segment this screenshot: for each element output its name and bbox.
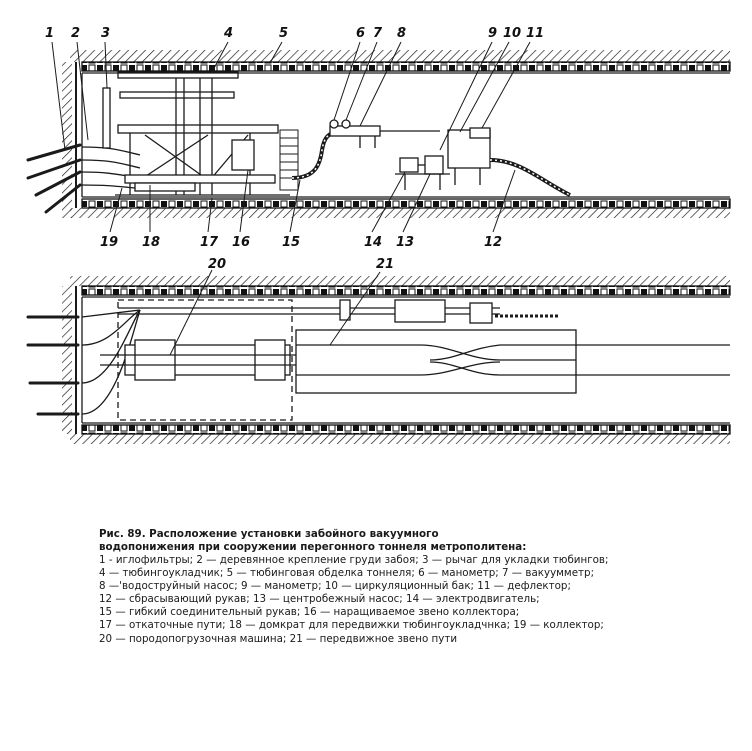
label-19: 19 [100,235,118,250]
label-3: 3 [101,26,110,41]
label-17: 17 [200,235,219,250]
label-1: 1 [45,26,54,41]
caption-title-line-1: Рис. 89. Расположение установки забойног… [99,528,439,540]
label-7: 7 [373,26,383,41]
legend-line: 1 - иглофильтры; 2 — деревянное креплени… [99,554,609,566]
legend-line: 20 — породопогрузочная машина; 21 — пере… [99,632,458,645]
legend-line: 12 — сбрасывающий рукав; 13 — центробежн… [99,593,540,606]
legend-line: 17 — откаточные пути; 18 — домкрат для п… [99,619,604,632]
label-group: 1 2 3 4 5 6 7 8 9 10 11 19 18 17 16 15 1… [45,26,544,272]
leader-lines-plan [169,269,381,356]
label-12: 12 [484,235,502,250]
tunnel-diagram: 1 2 3 4 5 6 7 8 9 10 11 19 18 17 16 15 1… [26,26,731,444]
label-2: 2 [71,26,80,41]
legend-line: 8 —'водоструйный насос; 9 — манометр; 10… [99,580,571,593]
label-21: 21 [376,257,394,272]
caption-title-line-2: водопонижения при сооружении перегонного… [99,541,527,553]
label-5: 5 [279,26,288,41]
label-8: 8 [397,26,406,41]
section-view [26,50,731,218]
label-15: 15 [282,235,300,250]
label-11: 11 [526,26,544,41]
legend-line: 15 — гибкий соединительный рукав; 16 — н… [99,606,520,619]
label-6: 6 [356,26,365,41]
label-13: 13 [396,235,414,250]
plan-view [26,276,731,444]
label-4: 4 [223,26,233,41]
label-10: 10 [503,26,521,41]
label-14: 14 [364,235,382,250]
figure-caption: Рис. 89. Расположение установки забойног… [99,528,739,646]
label-9: 9 [488,26,497,41]
label-18: 18 [142,235,160,250]
leader-lines-section [51,41,531,233]
legend-line: 4 — тюбингоукладчик; 5 — тюбинговая обде… [99,567,595,580]
label-20: 20 [208,257,226,272]
label-16: 16 [232,235,250,250]
